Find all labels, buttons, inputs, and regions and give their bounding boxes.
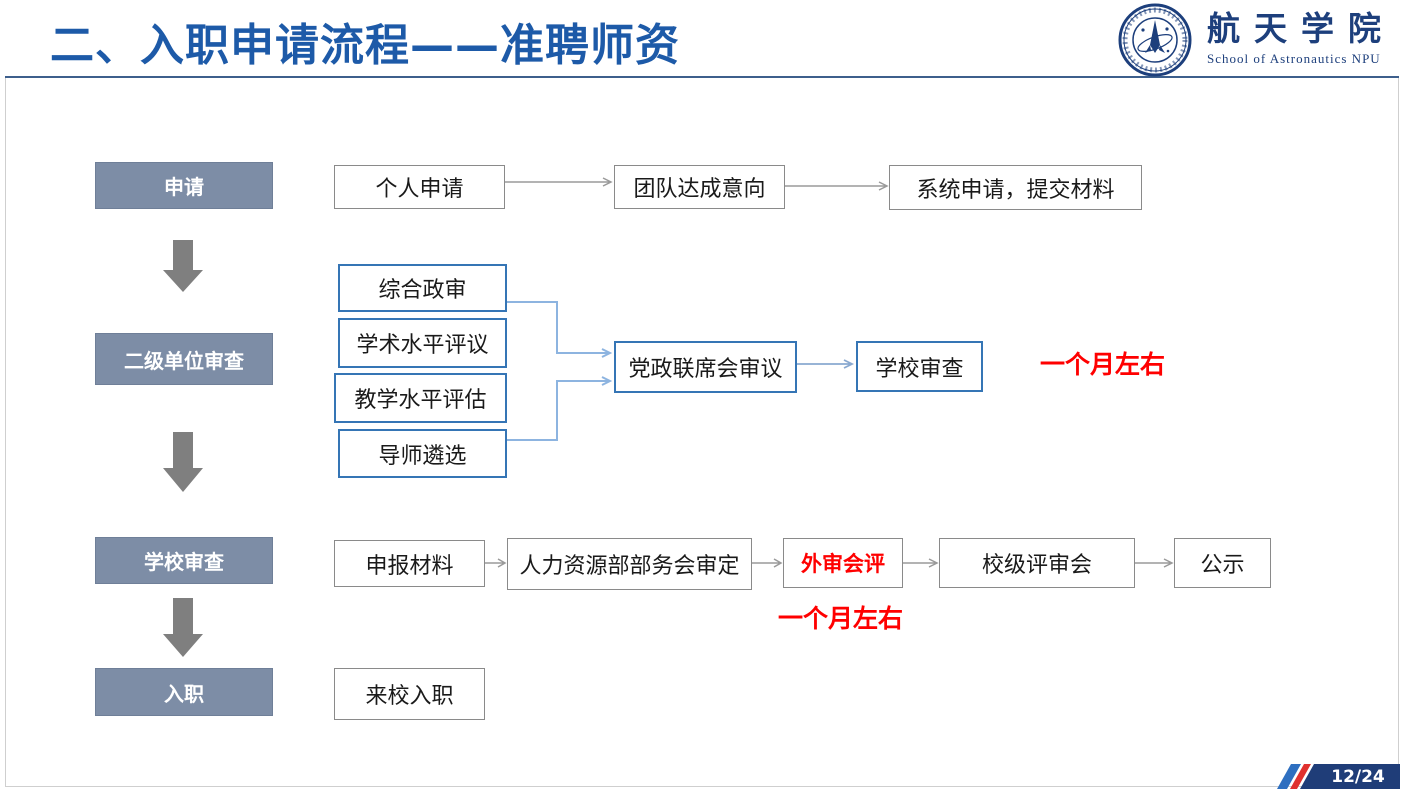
stage-unit-review: 二级单位审查 xyxy=(95,333,273,385)
school-step-external-review: 外审会评 xyxy=(783,538,903,588)
school-step-public-notice: 公示 xyxy=(1174,538,1271,588)
school-review-duration: 一个月左右 xyxy=(778,604,904,633)
school-name-cn: 航天学院 xyxy=(1207,9,1395,48)
stage-apply: 申请 xyxy=(95,162,273,209)
unit-review-duration: 一个月左右 xyxy=(1040,350,1166,379)
slide-frame xyxy=(5,78,1399,787)
step-personal-application: 个人申请 xyxy=(334,165,505,209)
stage-school-review: 学校审查 xyxy=(95,537,273,584)
step-system-submission: 系统申请，提交材料 xyxy=(889,165,1142,210)
review-input-political: 综合政审 xyxy=(338,264,507,312)
review-joint-meeting: 党政联席会审议 xyxy=(614,341,797,393)
school-step-hr-approval: 人力资源部部务会审定 xyxy=(507,538,752,590)
page-number: 12/24 xyxy=(1300,764,1400,789)
title-underline xyxy=(5,76,1399,78)
onboarding-step-report: 来校入职 xyxy=(334,668,485,720)
slide-title: 二、入职申请流程——准聘师资 xyxy=(50,20,680,71)
school-step-university-committee: 校级评审会 xyxy=(939,538,1135,588)
review-input-teaching: 教学水平评估 xyxy=(334,373,507,423)
stage-onboarding: 入职 xyxy=(95,668,273,716)
step-team-agreement: 团队达成意向 xyxy=(614,165,785,209)
review-input-mentor: 导师遴选 xyxy=(338,429,507,478)
school-step-materials: 申报材料 xyxy=(334,540,485,587)
school-name-en: School of Astronautics NPU xyxy=(1207,51,1381,66)
review-school-check: 学校审查 xyxy=(856,341,983,392)
review-input-academic: 学术水平评议 xyxy=(338,318,507,368)
school-seal-icon xyxy=(1118,3,1192,77)
